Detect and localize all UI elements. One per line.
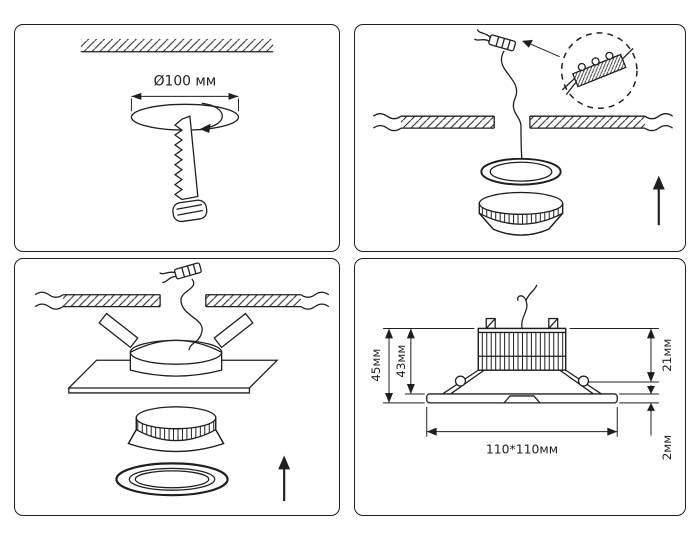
- dimension-2mm: 2мм: [619, 385, 674, 460]
- trim-flange: [426, 393, 618, 404]
- callout-leader-arrow: [521, 39, 560, 58]
- hole-diameter-dimension: Ø100 мм: [130, 73, 239, 112]
- panel-step-4-dimensions: 45мм 43мм 21мм: [354, 258, 686, 516]
- dimension-110x110mm: 110*110мм: [426, 406, 618, 456]
- power-wire: [180, 278, 203, 351]
- rotation-arrow-icon: [199, 102, 223, 134]
- up-arrow-icon: [278, 455, 291, 502]
- spring-clip-left: [98, 312, 139, 349]
- panel-step-2-connect-wiring: [354, 24, 686, 252]
- power-wire: [517, 295, 528, 329]
- up-arrow-icon: [652, 175, 665, 226]
- spring-pivot-right: [577, 375, 590, 387]
- dimension-45mm: 45мм: [369, 327, 475, 404]
- panel-step-3-mount-springs: [14, 258, 340, 516]
- terminal-block-icon: [561, 47, 634, 96]
- hole-diameter-label: Ø100 мм: [154, 73, 217, 89]
- fixture-housing: [129, 339, 223, 377]
- step-1-drawing: Ø100 мм: [80, 38, 274, 223]
- dimension-43mm: 43мм: [394, 328, 425, 395]
- dimension-21mm: 21мм: [569, 327, 674, 383]
- trim-size-label: 110*110мм: [486, 441, 558, 456]
- ceiling-section: [372, 113, 674, 132]
- spring-clip-right: [213, 312, 254, 349]
- step-4-drawing: 45мм 43мм 21мм: [369, 284, 674, 460]
- wire-connector-icon: [473, 29, 517, 52]
- step-3-drawing: [34, 262, 330, 502]
- ceiling-hatch: [80, 38, 274, 53]
- connector-detail-callout: [560, 32, 638, 110]
- total-height-label: 45мм: [369, 349, 383, 382]
- saw-grip: [172, 199, 208, 223]
- body-height-label: 43мм: [394, 345, 408, 378]
- lamp-recess: [503, 395, 541, 404]
- fixture-body: [478, 191, 564, 236]
- fixture-side-view: [426, 284, 618, 404]
- step-2-drawing: [372, 29, 674, 236]
- panel-step-1-cut-hole: Ø100 мм: [14, 24, 340, 252]
- recess-height-label: 21мм: [660, 339, 674, 372]
- hole-saw-icon: [172, 115, 208, 223]
- power-wire: [501, 50, 523, 160]
- break-squiggle: [372, 113, 402, 120]
- trim-ring: [480, 157, 562, 186]
- flange-thickness-label: 2мм: [660, 435, 674, 461]
- spring-pivot-left: [454, 375, 467, 387]
- ceiling-section: [34, 291, 330, 310]
- trim-ring: [115, 462, 229, 497]
- break-squiggle: [34, 291, 64, 298]
- ribbed-collar: [127, 406, 225, 453]
- wire-connector-icon: [159, 262, 202, 284]
